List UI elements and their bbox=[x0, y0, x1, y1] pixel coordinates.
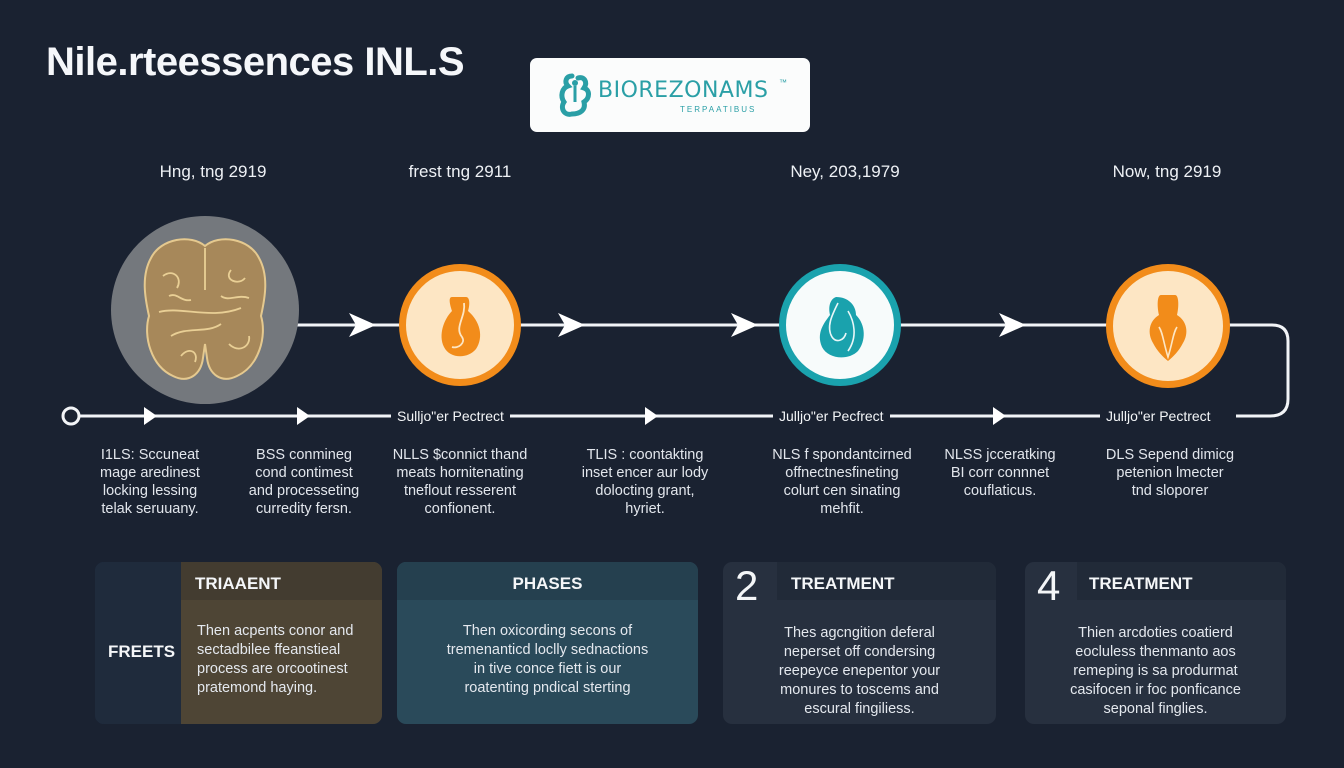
arrow-icon bbox=[645, 407, 658, 425]
step-description-3: NLLS $connict thand meats hornitenating … bbox=[392, 447, 528, 517]
drop-icon bbox=[819, 297, 864, 358]
page-title: Nile.rteessences INL.S bbox=[46, 40, 465, 84]
card-title: PHASES bbox=[397, 562, 698, 600]
card-panel: TRIAAENT Then acpents conor and sectadbi… bbox=[181, 562, 382, 724]
card-body: Then oxicording secons of tremenanticd l… bbox=[446, 623, 649, 696]
card-title: TREATMENT bbox=[777, 562, 996, 600]
loop-connector bbox=[1228, 323, 1290, 418]
arrow-icon bbox=[731, 313, 758, 337]
milestone-node-2[interactable] bbox=[399, 264, 521, 386]
arrow-icon bbox=[349, 313, 376, 337]
bulb-icon bbox=[1149, 295, 1187, 361]
milestone-date-3: Ney, 203,1979 bbox=[790, 162, 900, 181]
card-title: TRIAAENT bbox=[181, 562, 382, 600]
timeline-start-node bbox=[61, 406, 81, 426]
arrow-icon bbox=[558, 313, 585, 337]
bulb-icon bbox=[441, 297, 481, 357]
card-step-number: 4 bbox=[1037, 562, 1061, 609]
step-description-6: NLSS jcceratking BI corr connnet couflat… bbox=[944, 447, 1056, 499]
milestone-date-1: Hng, tng 2919 bbox=[159, 162, 267, 181]
card-side-panel bbox=[95, 562, 181, 724]
milestone-node-3[interactable] bbox=[779, 264, 901, 386]
card-body: Then acpents conor and sectadbilee ffean… bbox=[197, 623, 354, 696]
step-description-1: I1LS: Sccuneat mage aredinest locking le… bbox=[100, 447, 200, 517]
card-side-label: FREETS bbox=[108, 642, 176, 661]
arrow-icon bbox=[993, 407, 1006, 425]
info-card-3[interactable]: TREATMENT 2 Thes agcngition deferal nepe… bbox=[723, 562, 996, 724]
logo-mark-icon bbox=[559, 73, 591, 117]
brand-logo: BIOREZONAMS ™ TERPAATIBUS bbox=[530, 58, 810, 132]
step-description-5: NLS f spondantcirned offnectnesfineting … bbox=[772, 447, 912, 517]
logo-subtitle: TERPAATIBUS bbox=[680, 105, 757, 114]
brain-icon bbox=[143, 238, 267, 380]
card-body: Thien arcdoties coatierd eocluless thenm… bbox=[1070, 625, 1241, 717]
arrow-icon bbox=[297, 407, 310, 425]
card-step-number: 2 bbox=[735, 562, 759, 609]
step-description-2: BSS conmineg cond contimest and processe… bbox=[248, 447, 360, 517]
logo-name: BIOREZONAMS bbox=[598, 78, 769, 103]
step-description-4: TLIS : coontakting inset encer aur lody … bbox=[581, 447, 709, 517]
logo-trademark: ™ bbox=[779, 78, 787, 87]
phase-label-3: Julljo"er Pectrect bbox=[1100, 408, 1217, 424]
phase-label-2: Julljo"er Pecfrect bbox=[773, 408, 890, 424]
info-card-1[interactable]: FREETS TRIAAENT Then acpents conor and s… bbox=[95, 562, 382, 724]
card-title: TREATMENT bbox=[1077, 562, 1286, 600]
card-body: Thes agcngition deferal neperset off con… bbox=[778, 625, 941, 717]
info-card-4[interactable]: TREATMENT 4 Thien arcdoties coatierd eoc… bbox=[1025, 562, 1286, 724]
step-description-7: DLS Sepend dimicg petenion lmecter tnd s… bbox=[1105, 447, 1235, 499]
milestone-node-1[interactable] bbox=[111, 216, 299, 404]
milestone-date-2: frest tng 2911 bbox=[408, 162, 512, 181]
arrow-icon bbox=[999, 313, 1026, 337]
phase-label-1: Sulljo"er Pectrect bbox=[391, 408, 510, 424]
milestone-date-4: Now, tng 2919 bbox=[1112, 162, 1222, 181]
info-card-2[interactable]: PHASES Then oxicording secons of tremena… bbox=[397, 562, 698, 724]
arrow-icon bbox=[144, 407, 157, 425]
milestone-node-4[interactable] bbox=[1106, 264, 1230, 388]
